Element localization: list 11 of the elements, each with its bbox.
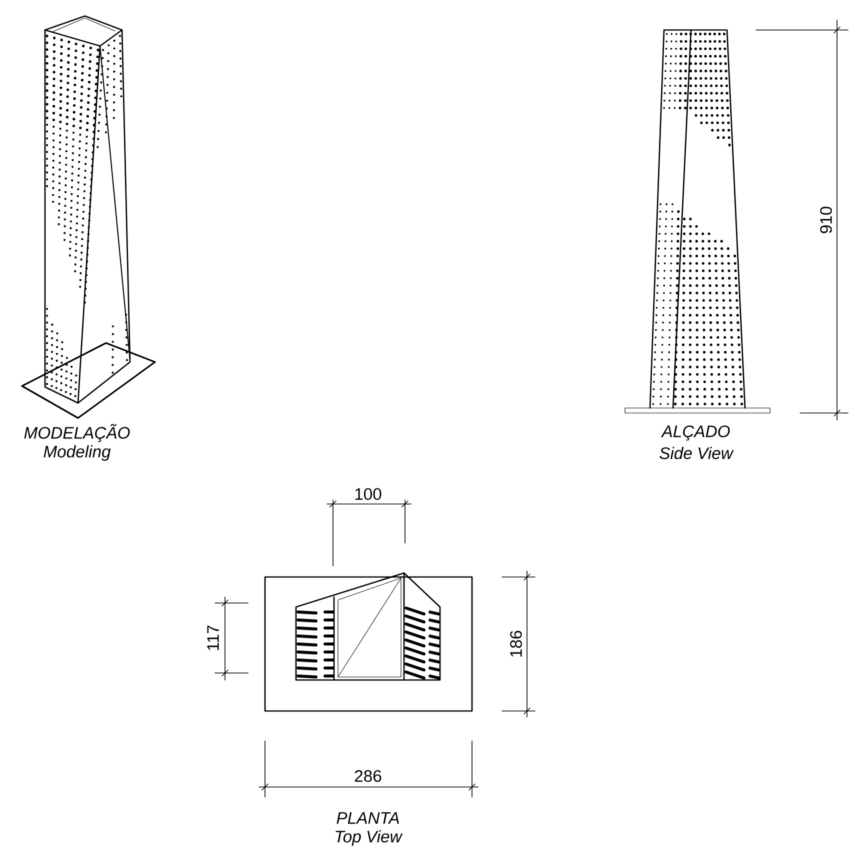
dimension-label: 186 <box>510 630 522 657</box>
view-subtitle: Modeling <box>44 445 111 461</box>
dimension-label: 100 <box>355 488 382 500</box>
view-title: PLANTA <box>336 812 399 824</box>
view-title: ALÇADO <box>660 425 730 441</box>
view-title: MODELAÇÃO <box>24 424 130 442</box>
dimension-label: 910 <box>820 206 832 234</box>
view-subtitle: Top View <box>336 830 403 846</box>
dimension-label: 117 <box>207 626 219 650</box>
dimension-label: 286 <box>354 770 382 782</box>
view-subtitle: Side View <box>660 446 734 460</box>
